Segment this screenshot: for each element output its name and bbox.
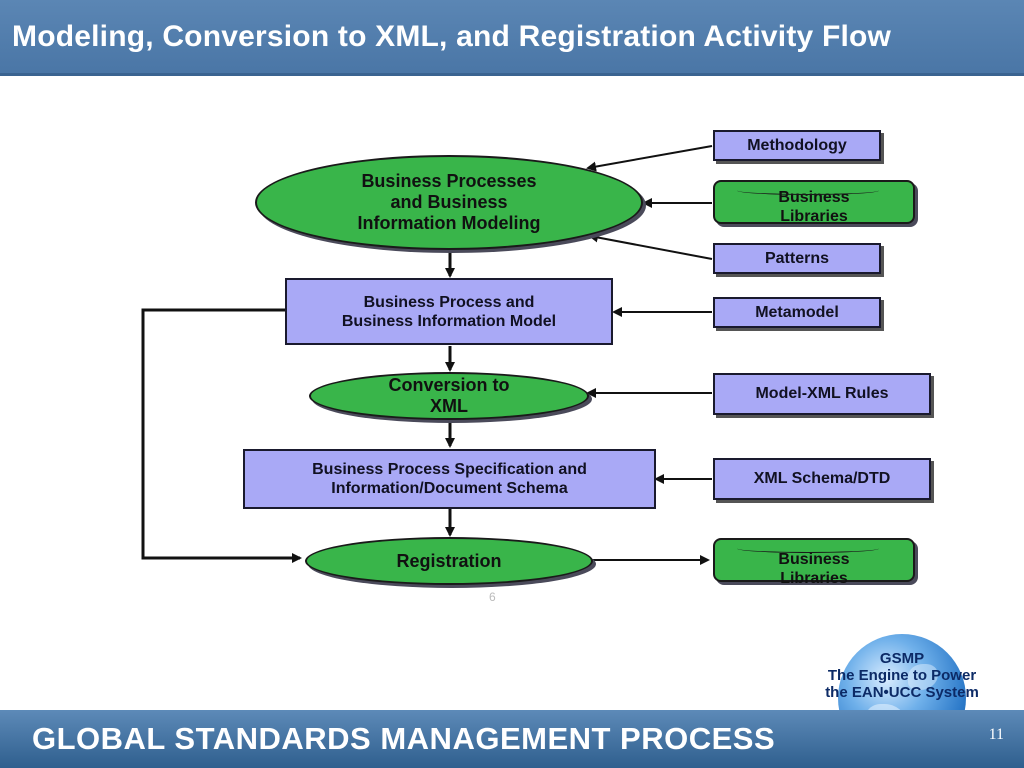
- gsmp-logo-line-3: the EAN•UCC System: [825, 684, 979, 701]
- patterns-label: Patterns: [764, 249, 830, 267]
- business-libraries-1-cylinder: Business Libraries: [713, 180, 915, 225]
- business-libraries-2-line-2: Libraries: [780, 570, 848, 587]
- spec-schema-line-1: Business Process Specification and: [312, 461, 587, 478]
- stray-mark: 6: [489, 590, 496, 604]
- arrow-loop-to-registration: [141, 308, 302, 563]
- conversion-line-1: Conversion to: [388, 375, 510, 395]
- model-xml-rules-box: Model-XML Rules: [713, 373, 931, 415]
- spec-schema-box: Business Process Specification and Infor…: [243, 449, 656, 509]
- footer-bar: GLOBAL STANDARDS MANAGEMENT PROCESS 11: [0, 710, 1024, 768]
- bp-modeling-line-2: and Business: [390, 192, 508, 212]
- registration-label: Registration: [396, 550, 502, 571]
- business-libraries-1-line-2: Libraries: [780, 208, 848, 225]
- footer-label: GLOBAL STANDARDS MANAGEMENT PROCESS: [32, 721, 776, 756]
- bp-model-line-2: Business Information Model: [341, 312, 557, 330]
- spec-schema-line-2: Information/Document Schema: [331, 480, 568, 497]
- metamodel-label: Metamodel: [755, 303, 839, 321]
- xml-schema-dtd-label: XML Schema/DTD: [753, 470, 891, 487]
- title-bar: Modeling, Conversion to XML, and Registr…: [0, 0, 1024, 76]
- bp-modeling-ellipse: Business Processes and Business Informat…: [255, 155, 643, 250]
- slide-title: Modeling, Conversion to XML, and Registr…: [12, 20, 892, 53]
- business-libraries-2-line-1: Business: [778, 551, 850, 568]
- metamodel-box: Metamodel: [713, 297, 881, 328]
- bp-model-box: Business Process and Business Informatio…: [285, 278, 613, 345]
- page-number: 11: [988, 726, 1004, 743]
- conversion-line-2: XML: [429, 396, 468, 416]
- methodology-box: Methodology: [713, 130, 881, 161]
- bp-model-line-1: Business Process and: [363, 293, 535, 311]
- arrow-methodology: [586, 145, 713, 172]
- conversion-ellipse: Conversion to XML: [309, 372, 589, 420]
- gsmp-logo-line-1: GSMP: [879, 650, 925, 667]
- xml-schema-dtd-box: XML Schema/DTD: [713, 458, 931, 500]
- arrow-patterns: [588, 232, 713, 260]
- registration-ellipse: Registration: [305, 537, 593, 585]
- gsmp-logo-text: GSMP The Engine to Power the EAN•UCC Sys…: [800, 650, 1004, 701]
- cylinder-rim: [737, 544, 879, 553]
- model-xml-rules-label: Model-XML Rules: [755, 385, 889, 402]
- bp-modeling-line-1: Business Processes: [361, 171, 537, 191]
- bp-modeling-line-3: Information Modeling: [357, 213, 541, 233]
- business-libraries-2-cylinder: Business Libraries: [713, 538, 915, 587]
- methodology-label: Methodology: [747, 136, 847, 154]
- patterns-box: Patterns: [713, 243, 881, 274]
- cylinder-rim: [737, 186, 879, 195]
- gsmp-logo-line-2: The Engine to Power: [827, 667, 977, 684]
